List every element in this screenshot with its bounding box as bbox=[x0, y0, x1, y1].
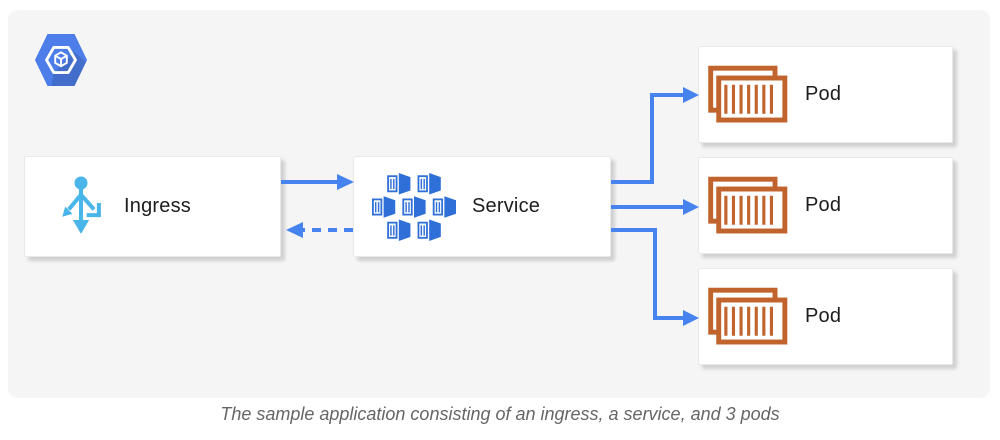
diagram-caption: The sample application consisting of an … bbox=[220, 404, 780, 424]
service-label: Service bbox=[472, 195, 541, 217]
pod-label: Pod bbox=[805, 83, 842, 105]
pod-label: Pod bbox=[805, 194, 842, 216]
node-service: Service bbox=[353, 156, 611, 257]
node-ingress: Ingress bbox=[24, 156, 281, 257]
node-pod-1: Pod bbox=[698, 46, 953, 143]
service-icon bbox=[372, 172, 456, 241]
node-pod-2: Pod bbox=[698, 157, 953, 254]
ingress-label: Ingress bbox=[124, 195, 191, 217]
ingress-icon bbox=[62, 176, 101, 234]
node-pod-3: Pod bbox=[698, 268, 953, 365]
gke-hexagon-icon bbox=[34, 33, 88, 87]
pod-label: Pod bbox=[805, 305, 842, 327]
pod-containers-icon bbox=[708, 176, 788, 233]
pod-containers-icon bbox=[708, 287, 788, 344]
pod-containers-icon bbox=[708, 65, 788, 122]
